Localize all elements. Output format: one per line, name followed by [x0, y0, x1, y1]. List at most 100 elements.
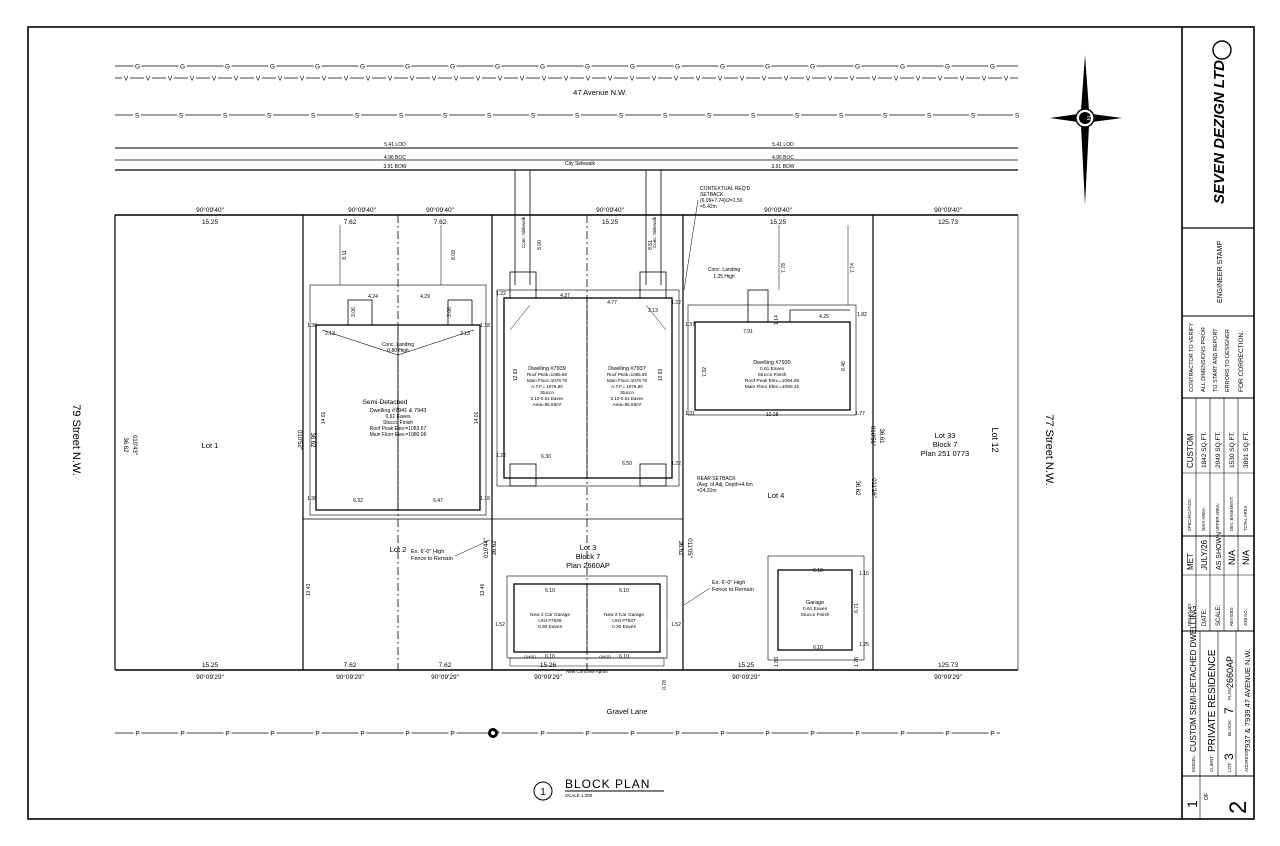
note-4: ERRORS TO DESIGNER [1225, 329, 1231, 392]
sheet-total: 2 [1225, 801, 1252, 814]
frontage-top-3: 7.62 [434, 219, 447, 226]
depth-lot4b: 36.62 [854, 480, 860, 496]
depth-lot2: 36.62 [309, 432, 315, 448]
d7937-atf: A.T.F.= 1076.80 [611, 384, 643, 389]
d7937-eaves: 0.10-0.61 Eaves [611, 396, 645, 401]
sewer-line-marker: S [883, 113, 888, 120]
frontage-bottom-5: 15.25 [738, 662, 755, 669]
semi-dim-12: 14.01 [474, 412, 480, 425]
depth-lot4: 36.61 [878, 428, 884, 444]
garage-2-unit: Unit #7937 [612, 618, 636, 624]
semi-dim-14: 6.32 [353, 498, 363, 504]
frontage-top-5: 15.25 [770, 219, 787, 226]
frontage-top-4: 15.25 [602, 219, 619, 226]
water-line-marker: V [762, 76, 767, 83]
sewer-line-marker: S [223, 113, 228, 120]
infill-dim-11: 6.30 [541, 454, 551, 460]
water-line-marker: V [872, 76, 877, 83]
client-value: PRIVATE RESIDENCE [1207, 649, 1218, 752]
water-line-marker: V [476, 76, 481, 83]
gas-line-marker: G [405, 64, 410, 71]
dwelling-7935 [687, 225, 857, 416]
d7937-floor: Main Floor=1079.70 [607, 378, 648, 383]
fence-left-1: Ex. 6'-0" High [411, 549, 444, 555]
depth-lot1: 36.62 [122, 437, 128, 453]
sewer-line-marker: S [135, 113, 140, 120]
d7935-title: Dwelling #7935 [753, 360, 791, 366]
sewer-line-marker: S [971, 113, 976, 120]
north-arrow-icon [1050, 55, 1122, 205]
power-line-marker: P [360, 731, 364, 738]
water-line-marker: V [388, 76, 393, 83]
gas-line-marker: G [900, 64, 905, 71]
water-line-marker: V [498, 76, 503, 83]
existing-garage [767, 555, 865, 661]
water-line-marker: V [586, 76, 591, 83]
water-line-marker: V [828, 76, 833, 83]
semi-dim-9: 2.13 [460, 331, 470, 337]
sewer-line-marker: S [751, 113, 756, 120]
sewer-line-marker: S [839, 113, 844, 120]
water-line-marker: V [168, 76, 173, 83]
job-value: N/A [1241, 550, 1251, 565]
water-line-marker: V [212, 76, 217, 83]
sewer-line-marker: S [399, 113, 404, 120]
infill-dwellings [496, 271, 680, 487]
plan-value: 2660AP [1225, 656, 1235, 688]
garage-1-unit: Unit #7939 [538, 618, 562, 624]
d7935-dim-6: 1.82 [857, 312, 867, 318]
water-line-marker: V [234, 76, 239, 83]
d7935-dim-9: 8.46 [841, 361, 847, 371]
rear-setback-2: (Avg. of Adj. Depth+4.6m [697, 482, 753, 488]
sheet-number: 1 [1184, 800, 1200, 808]
infill-dim-2: 8.51 [648, 240, 654, 250]
power-line-marker: P [180, 731, 184, 738]
power-line-marker: P [270, 731, 274, 738]
d7937-roof: Roof Peak=1085.59 [607, 372, 647, 377]
frontage-top-1: 15.25 [202, 219, 219, 226]
sewer-line-marker: S [267, 113, 272, 120]
power-line-marker: P [900, 731, 904, 738]
water-line-marker: V [322, 76, 327, 83]
water-line-marker: V [916, 76, 921, 83]
d7939-roof: Roof Peak=1085.59 [527, 372, 567, 377]
company-logo-icon [1212, 40, 1232, 60]
bearing-bottom-2: 90°09'29" [336, 673, 365, 681]
semi-title: Semi-Detached [363, 399, 408, 406]
bearing-top-4: 90°09'40" [596, 206, 625, 214]
water-line-marker: V [894, 76, 899, 83]
d7935-dim-2: 7.74 [850, 263, 856, 273]
ex-garage-dim-2: 6.10 [813, 645, 823, 651]
main-area-label: MAIN AREA: [1201, 507, 1206, 531]
note-5: FOR CORRECTION. [1238, 331, 1245, 392]
basement-label: DEV. BASEMENT: [1229, 497, 1234, 531]
sewer-line-marker: S [311, 113, 316, 120]
drawn-label: DRAWN BY: [1187, 603, 1192, 626]
power-line-marker: P [990, 731, 994, 738]
bow-left-label: 3.91 BOW [383, 164, 406, 170]
lot-12-label: Lot 12 [990, 427, 1000, 452]
water-line-marker: V [696, 76, 701, 83]
drawing-number-circle [533, 781, 553, 801]
ex-garage-title: Garage [806, 600, 824, 606]
semi-detached-dwelling [309, 225, 487, 516]
power-line-marker: P [405, 731, 409, 738]
infill-dim-3: 4.37 [560, 293, 570, 299]
bearing-bottom-3: 90°09'29" [431, 673, 460, 681]
lot-33-label: Lot 33 [935, 431, 956, 440]
power-line-marker: P [855, 731, 859, 738]
power-line-marker: P [585, 731, 589, 738]
semi-roof: Roof Peak Elev.=1083.57 [370, 426, 427, 432]
sewer-line-marker: S [1015, 113, 1020, 120]
water-line-marker: V [740, 76, 745, 83]
power-line-marker: P [225, 731, 229, 738]
d7935-dim-1: 7.78 [781, 263, 787, 273]
frontage-bottom-4: 15.26 [540, 662, 557, 669]
gas-line-marker: G [450, 64, 455, 71]
semi-dim-16: 1.18 [480, 496, 490, 502]
side-bearing-1: 010'43" [131, 435, 137, 455]
lod-left-label: 5.41 LOD [384, 142, 406, 148]
bearing-bottom-1: 90°09'29" [196, 673, 225, 681]
gas-line-marker: G [540, 64, 545, 71]
semi-dim-8: 2.13 [325, 331, 335, 337]
